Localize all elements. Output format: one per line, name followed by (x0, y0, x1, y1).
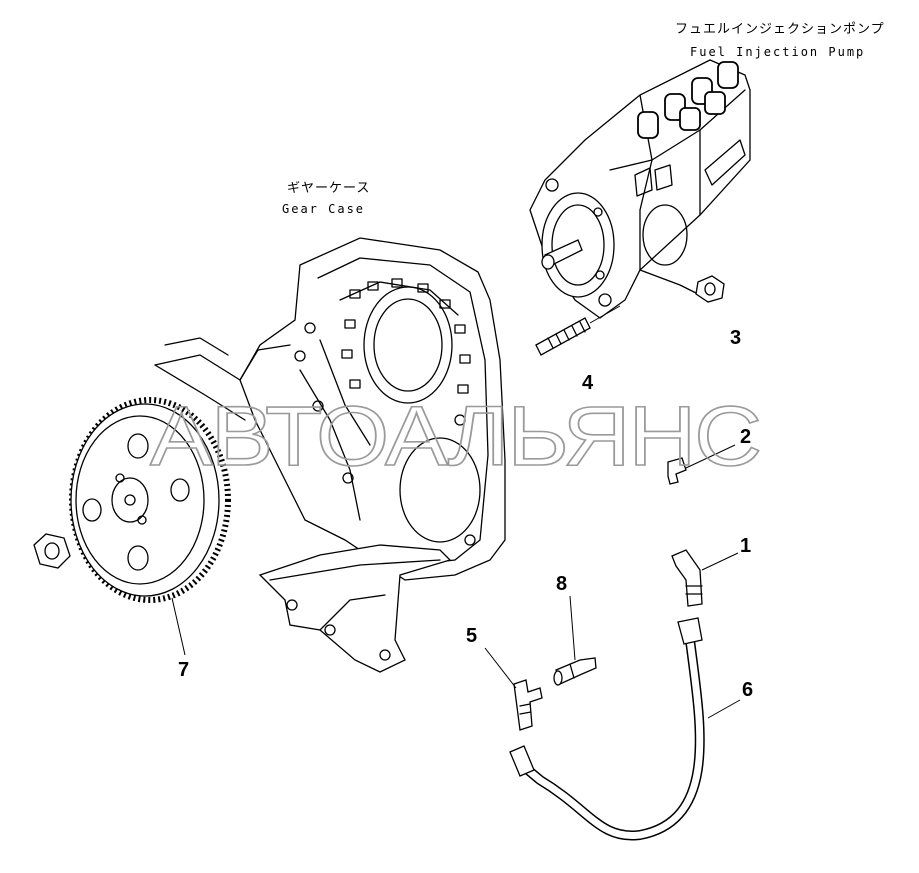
fuel-injection-pump-drawing (529, 59, 751, 319)
callout-6: 6 (742, 679, 753, 701)
part-5-tee (484, 647, 543, 731)
part-2-plug (667, 444, 736, 485)
callout-3: 3 (730, 327, 741, 349)
part-1-elbow (671, 549, 739, 607)
fuel-pump-label-jp: フュエルインジェクションポンプ (675, 22, 885, 37)
watermark: АВТОАЛЬЯНС (150, 389, 760, 483)
fuel-pump-label-en: Fuel Injection Pump (690, 45, 865, 59)
callout-2: 2 (740, 426, 751, 448)
callout-5: 5 (466, 625, 477, 647)
callout-7: 7 (178, 659, 189, 681)
gear-case-label-jp: ギヤーケース (287, 181, 370, 196)
part-6-hose (509, 617, 741, 841)
part-8-connector (553, 595, 597, 686)
gear-nut (33, 533, 71, 569)
callout-8: 8 (556, 573, 567, 595)
gear-case-label-en: Gear Case (282, 202, 365, 216)
gear-case-drawing (154, 237, 506, 673)
callout-4: 4 (582, 372, 594, 394)
part-7-gear (69, 397, 231, 656)
part-3-nut (695, 275, 725, 303)
part-4-stud (535, 305, 621, 356)
callout-1: 1 (740, 535, 751, 557)
